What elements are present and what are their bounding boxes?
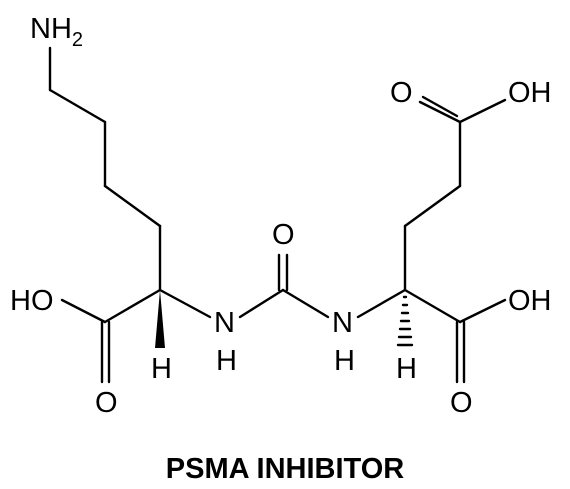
glutamate-carboxyl-bonds <box>403 288 507 384</box>
lysine-h-wedge-bond <box>155 290 165 348</box>
glutamate-h-label: H <box>396 353 417 385</box>
urea-bonds <box>238 253 330 319</box>
glutamate-chain-bonds <box>403 95 507 292</box>
glutamate-side-o-label: O <box>390 77 413 109</box>
lysine-carboxyl-bonds <box>60 288 162 384</box>
right-nh-h-label: H <box>334 345 355 377</box>
glutamate-side-oh-label: OH <box>508 77 552 109</box>
glutamate-nh-ca-bond <box>356 288 407 319</box>
left-nh-h-label: H <box>216 345 237 377</box>
lysine-ca-nh-bond <box>158 288 212 319</box>
glutamate-acid-oh-label: OH <box>508 285 552 317</box>
left-nh-n-label: N <box>214 307 235 339</box>
right-nh-n-label: N <box>332 307 353 339</box>
nh2-label: NH2 <box>30 13 83 51</box>
urea-carbonyl-o-label: O <box>272 219 295 251</box>
structure-caption: PSMA INHIBITOR <box>166 453 405 485</box>
glutamate-h-hash-bond <box>396 295 414 347</box>
lysine-h-label: H <box>151 353 172 385</box>
lysine-carbonyl-o-label: O <box>95 387 118 419</box>
lysine-chain-bonds <box>48 46 162 292</box>
lysine-oh-label: HO <box>10 285 54 317</box>
glutamate-acid-o-label: O <box>450 387 473 419</box>
